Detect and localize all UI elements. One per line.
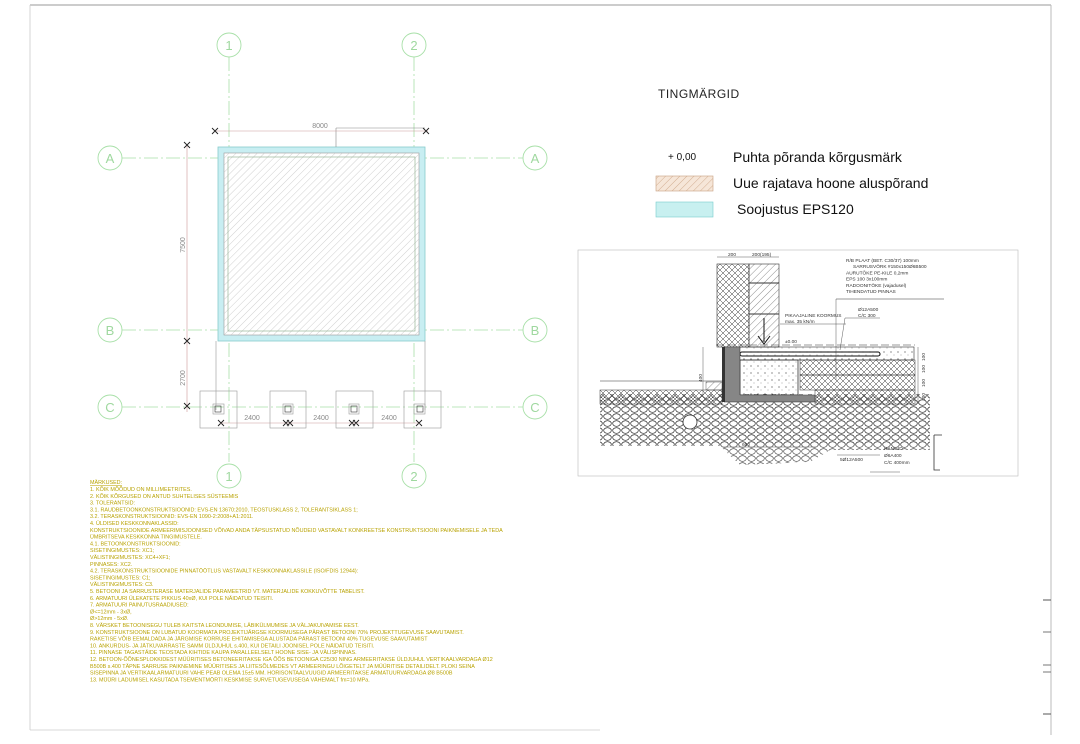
note-line: 3.1. RAUDBETOONKONSTRUKTSIOONID: EVS-EN … bbox=[90, 507, 358, 513]
axis-label-c: C bbox=[105, 400, 114, 415]
detail-layer-label: TIHENDATUD PINNAS bbox=[846, 289, 896, 295]
section-mark bbox=[933, 434, 942, 471]
dim-pile-2: 2400 bbox=[313, 415, 329, 422]
note-line: B500B s.400 TÄPNE SARRUSE PAIKNEMINE MÜÜ… bbox=[90, 663, 475, 670]
note-line: 4. ÜLDISED KESKKONNAKLASSID: bbox=[90, 520, 179, 527]
axis-label-2-bottom: 2 bbox=[410, 469, 417, 484]
detail-load-max: max. 35 kN/m bbox=[785, 319, 815, 325]
note-line: 5. BETOONI JA SARRUSTERASE MATERJALIDE P… bbox=[90, 588, 365, 595]
note-line: 2. KÕIK KÕRGUSED ON ANTUD SUHTELISES SÜS… bbox=[90, 493, 239, 500]
legend-item-level: Puhta põranda kõrgusmärk bbox=[733, 149, 903, 165]
notes-title: MÄRKUSED: bbox=[90, 479, 122, 486]
note-line: SISETINGIMUSTES: C1; bbox=[90, 575, 151, 581]
note-line: 11. PINNASE TAGASTÄIDE TEOSTADA KIHTIDE … bbox=[90, 649, 357, 656]
note-line: KONSTRUKTSIOONIDE ARMEERIMISJOONISED VÕI… bbox=[90, 527, 503, 534]
sheet-frame bbox=[29, 4, 1052, 735]
note-line: VÄLISTINGIMUSTES: XC4+XF1; bbox=[90, 554, 171, 561]
note-line: ÜMBRITSEVA KESKKONNA TINGIMUSTELE. bbox=[90, 534, 202, 541]
note-line: 7. ARMATUURI PAINUTUSRAADIUSED: bbox=[90, 603, 189, 609]
legend-title: TINGMÄRGID bbox=[658, 87, 740, 101]
detail-dim-left: 400 bbox=[698, 374, 704, 382]
detail-stirrups-cc: C/C 400mm bbox=[884, 460, 910, 466]
legend-swatch-insulation bbox=[655, 201, 714, 218]
dim-pile-1: 2400 bbox=[244, 415, 260, 422]
detail-dim-r2: 100 bbox=[921, 365, 927, 373]
detail-stirrups-dia: Ø6A400 bbox=[884, 453, 902, 459]
note-line: PINNASES: XC2. bbox=[90, 562, 132, 568]
detail-rebar-cc: C/C 300 bbox=[858, 313, 876, 319]
axis-label-1-bottom: 1 bbox=[225, 469, 232, 484]
note-line: 4.2. TERASKONSTRUKTSIOONIDE PINNATÖÖTLUS… bbox=[90, 568, 358, 575]
detail-dim-r3: 100 bbox=[921, 379, 927, 387]
note-line: 6. ARMATUURI ÜLEKATETE PIKKUS 40xØ, KUI … bbox=[90, 595, 273, 602]
note-line: SISEPINNA JA VERTIKAALARMATUURI VAHE PEA… bbox=[90, 671, 453, 677]
note-line: 12. BETOON-ÕÕNESPLOKKIDEST MÜÜRITISES BE… bbox=[90, 656, 493, 663]
axis-label-2: 2 bbox=[410, 38, 417, 53]
axis-label-b: B bbox=[106, 323, 115, 338]
detail-layer-label: R/B PLAAT (BET. C30/37) 100mm bbox=[846, 258, 919, 264]
floor-slab-hatch bbox=[224, 153, 419, 335]
axis-label-1: 1 bbox=[225, 38, 232, 53]
note-line: RAKETISE VÕIB EEMALDADA JA JÄRGMISE KORR… bbox=[90, 636, 428, 643]
detail-load: PIKAAJALINE KOORMUS bbox=[785, 313, 842, 319]
legend-item-slab: Uue rajatava hoone aluspõrand bbox=[733, 175, 928, 191]
note-line: SISETINGIMUSTES: XC1; bbox=[90, 548, 155, 554]
axis-label-a: A bbox=[106, 151, 115, 166]
note-line: 9. KONSTRUKTSIOONE ON LUBATUD KOORMATA P… bbox=[90, 629, 464, 636]
dim-height-ab: 7500 bbox=[180, 237, 187, 253]
foundation-detail: 200 200(195) R/B PLAAT (BET. C30/37) 100… bbox=[577, 249, 1019, 477]
general-notes: MÄRKUSED: 1. KÕIK MÕÕDUD ON MILLIMEETRIT… bbox=[90, 479, 503, 683]
foundation-plan: 1 2 1 2 A A B B C C 8000 7500 bbox=[97, 32, 548, 489]
note-line: 13. MÜÜRI LADUMISEL KASUTADA TSEMENTMÖRT… bbox=[90, 676, 370, 683]
detail-dim-r4: 100 bbox=[921, 393, 927, 401]
detail-layer-label: RADOONITÕKE (vajadusel) bbox=[846, 282, 907, 289]
detail-stirrups: RANGID bbox=[884, 446, 903, 452]
note-line: Ø>12mm - 5xØ. bbox=[90, 616, 129, 622]
detail-dim-wall: 200 bbox=[728, 252, 736, 258]
legend-item-insulation: Soojustus EPS120 bbox=[737, 201, 854, 217]
note-line: 8. VÄRSKET BETOONISEGU TULEB KAITSTA LEO… bbox=[90, 622, 359, 629]
dim-pile-3: 2400 bbox=[381, 415, 397, 422]
detail-layer-label: EPS 100 3x100mm bbox=[846, 277, 887, 283]
note-line: Ø<=12mm - 3xØ, bbox=[90, 609, 132, 615]
grid-bubbles bbox=[97, 32, 548, 489]
axis-label-a-right: A bbox=[531, 151, 540, 166]
legend-swatch-slab bbox=[655, 175, 714, 192]
note-line: VÄLISTINGIMUSTES: C3. bbox=[90, 581, 154, 588]
axis-label-b-right: B bbox=[531, 323, 540, 338]
detail-level: ±0.00 bbox=[785, 339, 797, 345]
axis-label-c-right: C bbox=[530, 400, 539, 415]
detail-layer-label: SARRUSVÕRK #150x150Ø6B500 bbox=[853, 263, 927, 270]
level-mark-symbol: + 0,00 bbox=[668, 152, 697, 163]
note-line: 1. KÕIK MÕÕDUD ON MILLIMEETRITES. bbox=[90, 486, 192, 493]
pile-footings bbox=[199, 341, 442, 429]
detail-rebar: Ø12A500 bbox=[858, 307, 879, 313]
note-line: 3. TOLERANTSID: bbox=[90, 501, 135, 507]
detail-dim-r1: 100 bbox=[921, 353, 927, 361]
detail-layer-label: AURUTÕKE PE-KILE 0,2mm bbox=[846, 269, 908, 276]
detail-bottom-rebar: 5Ø12A500 bbox=[840, 457, 863, 463]
detail-dim-block: 200(195) bbox=[752, 252, 772, 258]
note-line: 3.2. TERASKONSTRUKTSIOONID: EVS-EN 1090-… bbox=[90, 514, 254, 520]
dim-height-bc: 2700 bbox=[180, 370, 187, 386]
detail-dim-bottom: 600 bbox=[742, 442, 750, 448]
legend: TINGMÄRGID + 0,00 Puhta põranda kõrgusmä… bbox=[655, 87, 928, 218]
note-line: 4.1. BETOONKONSTRUKTSIOONID: bbox=[90, 541, 181, 547]
dim-width: 8000 bbox=[312, 123, 328, 130]
note-line: 10. ANKURDUS- JA JÄTKUVARRASTE SAMM ÜLDJ… bbox=[90, 642, 374, 649]
